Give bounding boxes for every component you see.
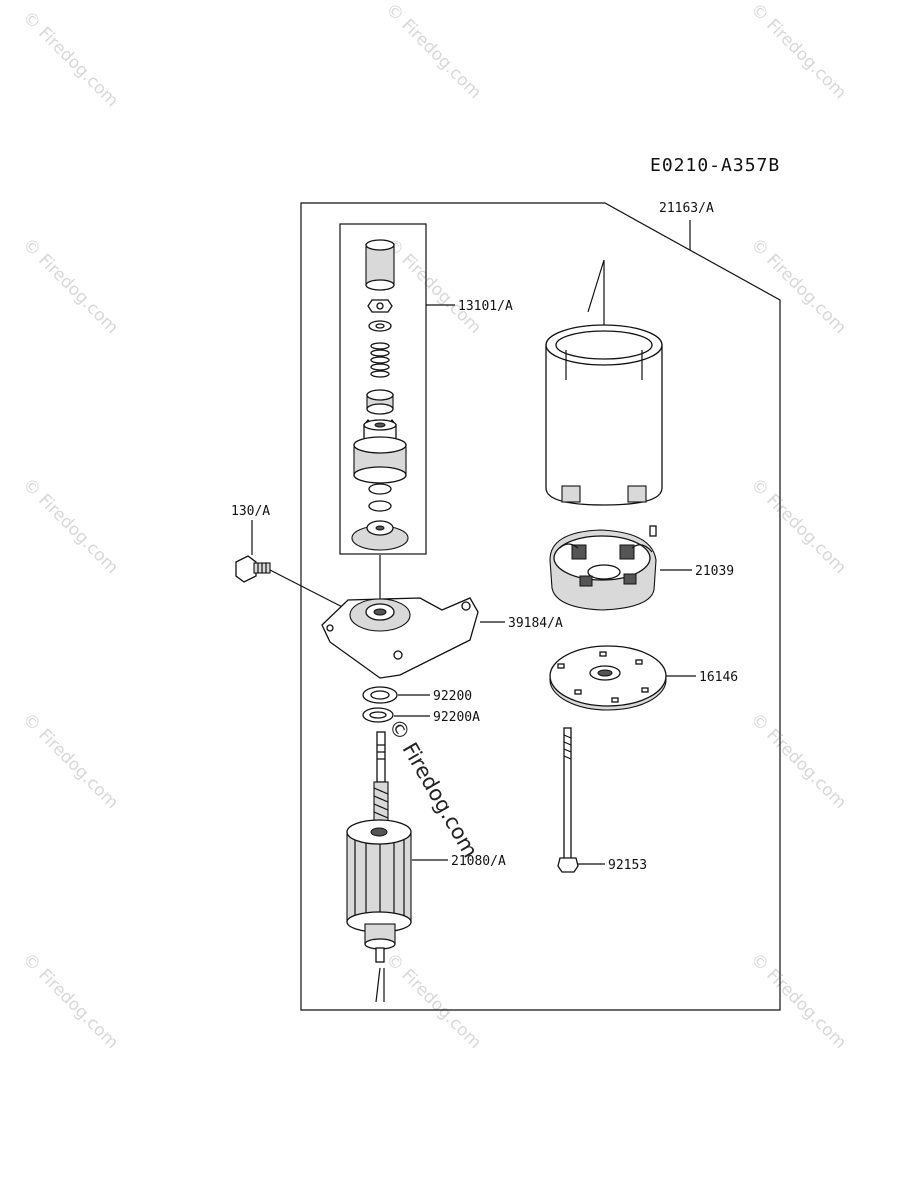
stop-collar — [365, 239, 395, 291]
pinion-gear — [353, 418, 407, 484]
drive-subassembly-box — [339, 223, 427, 555]
label-92200a: 92200A — [433, 710, 480, 725]
spring-retainer — [366, 389, 394, 415]
watermark: © Firedog.com — [381, 0, 485, 103]
label-92153: 92153 — [608, 858, 647, 873]
label-16146: 16146 — [699, 670, 738, 685]
watermark: © Firedog.com — [18, 474, 122, 578]
watermark: © Firedog.com — [746, 474, 850, 578]
brush-holder — [549, 525, 657, 611]
label-39184: 39184/A — [508, 616, 563, 631]
label-130: 130/A — [231, 504, 270, 519]
watermark: © Firedog.com — [746, 234, 850, 338]
watermark: © Firedog.com — [18, 709, 122, 813]
mounting-bolt — [235, 555, 271, 583]
nut — [367, 299, 393, 313]
ring — [368, 483, 392, 495]
label-21080: 21080/A — [451, 854, 506, 869]
spring — [370, 342, 390, 378]
label-21039: 21039 — [695, 564, 734, 579]
label-92200: 92200 — [433, 689, 472, 704]
armature — [346, 731, 412, 963]
label-13101: 13101/A — [458, 299, 513, 314]
watermark: © Firedog.com — [746, 709, 850, 813]
end-cover — [549, 645, 667, 711]
watermark: © Firedog.com — [18, 7, 122, 111]
yoke-arrow — [587, 259, 605, 330]
assembly-outline — [300, 202, 781, 1011]
diagram-code: E0210-A357B — [650, 155, 780, 176]
watermark: © Firedog.com — [746, 0, 850, 103]
label-21163: 21163/A — [659, 201, 714, 216]
watermark: © Firedog.com — [381, 234, 485, 338]
clutch-plate — [351, 520, 409, 551]
through-bolt — [557, 727, 579, 873]
watermark: © Firedog.com — [18, 949, 122, 1053]
watermark: © Firedog.com — [746, 949, 850, 1053]
armature-arrow — [375, 967, 385, 1003]
ring — [368, 500, 392, 512]
motor-yoke — [545, 259, 663, 506]
watermark: © Firedog.com — [18, 234, 122, 338]
front-bracket — [321, 597, 479, 679]
watermark: © Firedog.com — [381, 949, 485, 1053]
